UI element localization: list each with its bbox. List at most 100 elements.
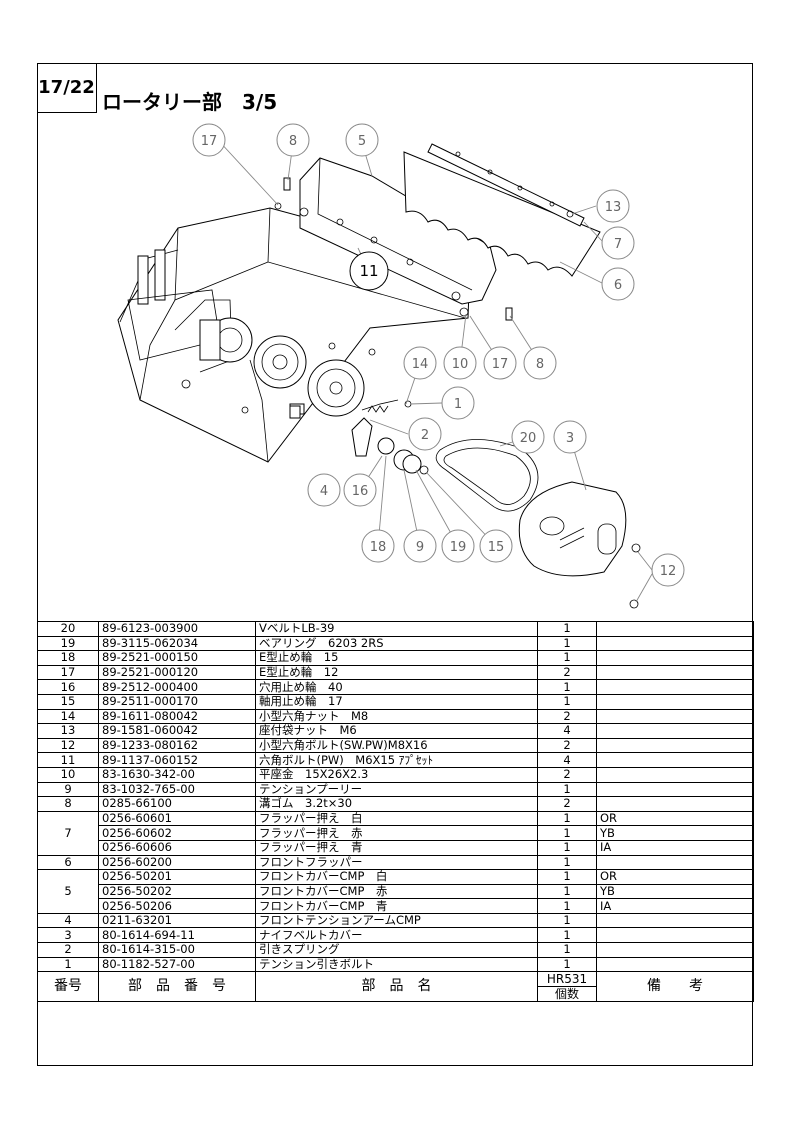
row-number: 8	[37, 796, 99, 812]
part-number: 0256-60602	[98, 825, 256, 841]
remarks: IA	[596, 839, 754, 856]
header-remarks: 備 考	[596, 971, 754, 1003]
quantity: 1	[537, 927, 597, 944]
callout-15: 15	[479, 529, 513, 563]
callout-19: 19	[441, 529, 475, 563]
callout-label: 18	[370, 540, 387, 555]
remarks	[596, 927, 754, 944]
callout-14: 14	[403, 346, 437, 380]
part-number: 89-1233-080162	[98, 737, 256, 754]
part-number: 80-1182-527-00	[98, 956, 256, 973]
part-name: フラッパー押え 青	[255, 839, 538, 856]
part-name: フラッパー押え 赤	[255, 825, 538, 841]
part-number: 89-2512-000400	[98, 679, 256, 695]
part-number: 0256-60200	[98, 854, 256, 871]
callout-label: 1	[454, 397, 462, 412]
quantity: 2	[537, 766, 597, 783]
part-number: 89-1611-080042	[98, 708, 256, 725]
remarks: YB	[596, 825, 754, 841]
part-number: 0256-50206	[98, 898, 256, 914]
page-number: 17/22	[37, 63, 97, 113]
part-number: 89-6123-003900	[98, 621, 256, 637]
quantity: 1	[537, 781, 597, 798]
callout-label: 2	[421, 428, 429, 443]
part-number: 89-2521-000150	[98, 650, 256, 666]
remarks	[596, 635, 754, 652]
callout-17: 17	[483, 346, 517, 380]
remarks	[596, 766, 754, 783]
part-name: 平座金 15X26X2.3	[255, 766, 538, 783]
front-cover-drawing	[299, 157, 497, 305]
quantity: 1	[537, 956, 597, 973]
row-number: 6	[37, 854, 99, 871]
remarks	[596, 752, 754, 768]
part-name: E型止め輪 15	[255, 650, 538, 666]
callout-label: 15	[488, 540, 505, 555]
remarks: IA	[596, 898, 754, 914]
row-number: 11	[37, 752, 99, 768]
quantity: 4	[537, 723, 597, 739]
remarks: YB	[596, 883, 754, 900]
knife-belt-cover-drawing	[518, 481, 641, 609]
part-name: フロントカバーCMP 白	[255, 869, 538, 885]
callout-label: 8	[536, 357, 544, 372]
remarks: OR	[596, 810, 754, 827]
remarks	[596, 650, 754, 666]
row-number: 15	[37, 693, 99, 710]
part-name: フロントカバーCMP 青	[255, 898, 538, 914]
callout-20: 20	[511, 420, 545, 454]
callout-label: 19	[450, 540, 467, 555]
callout-label: 10	[452, 357, 469, 372]
callout-18: 18	[361, 529, 395, 563]
row-number: 19	[37, 635, 99, 652]
part-name: ベアリング 6203 2RS	[255, 635, 538, 652]
row-number: 4	[37, 912, 99, 929]
row-number: 14	[37, 708, 99, 725]
quantity: 1	[537, 825, 597, 841]
part-name: 穴用止め輪 40	[255, 679, 538, 695]
part-name: フロントテンションアームCMP	[255, 912, 538, 929]
remarks	[596, 664, 754, 681]
remarks	[596, 912, 754, 929]
quantity: 2	[537, 796, 597, 812]
quantity: 1	[537, 693, 597, 710]
callout-1: 1	[441, 386, 475, 420]
callout-9: 9	[403, 529, 437, 563]
callout-5: 5	[345, 123, 379, 157]
callout-label: 17	[492, 357, 509, 372]
callout-label: 9	[416, 540, 424, 555]
part-number: 89-1137-060152	[98, 752, 256, 768]
part-number: 83-1032-765-00	[98, 781, 256, 798]
part-number: 0256-50202	[98, 883, 256, 900]
callout-label: 16	[352, 484, 369, 499]
quantity: 1	[537, 839, 597, 856]
quantity: 1	[537, 869, 597, 885]
callout-16: 16	[343, 473, 377, 507]
part-number: 0256-60606	[98, 839, 256, 856]
remarks	[596, 796, 754, 812]
part-name: 引きスプリング	[255, 942, 538, 958]
part-number: 89-2511-000170	[98, 693, 256, 710]
part-name: VベルトLB-39	[255, 621, 538, 637]
remarks	[596, 737, 754, 754]
quantity: 2	[537, 737, 597, 754]
quantity: 2	[537, 664, 597, 681]
part-name: 小型六角ボルト(SW.PW)M8X16	[255, 737, 538, 754]
callout-label: 8	[289, 134, 297, 149]
remarks	[596, 708, 754, 725]
header-model: HR531	[537, 971, 597, 988]
remarks	[596, 942, 754, 958]
row-number: 17	[37, 664, 99, 681]
part-number: 89-1581-060042	[98, 723, 256, 739]
